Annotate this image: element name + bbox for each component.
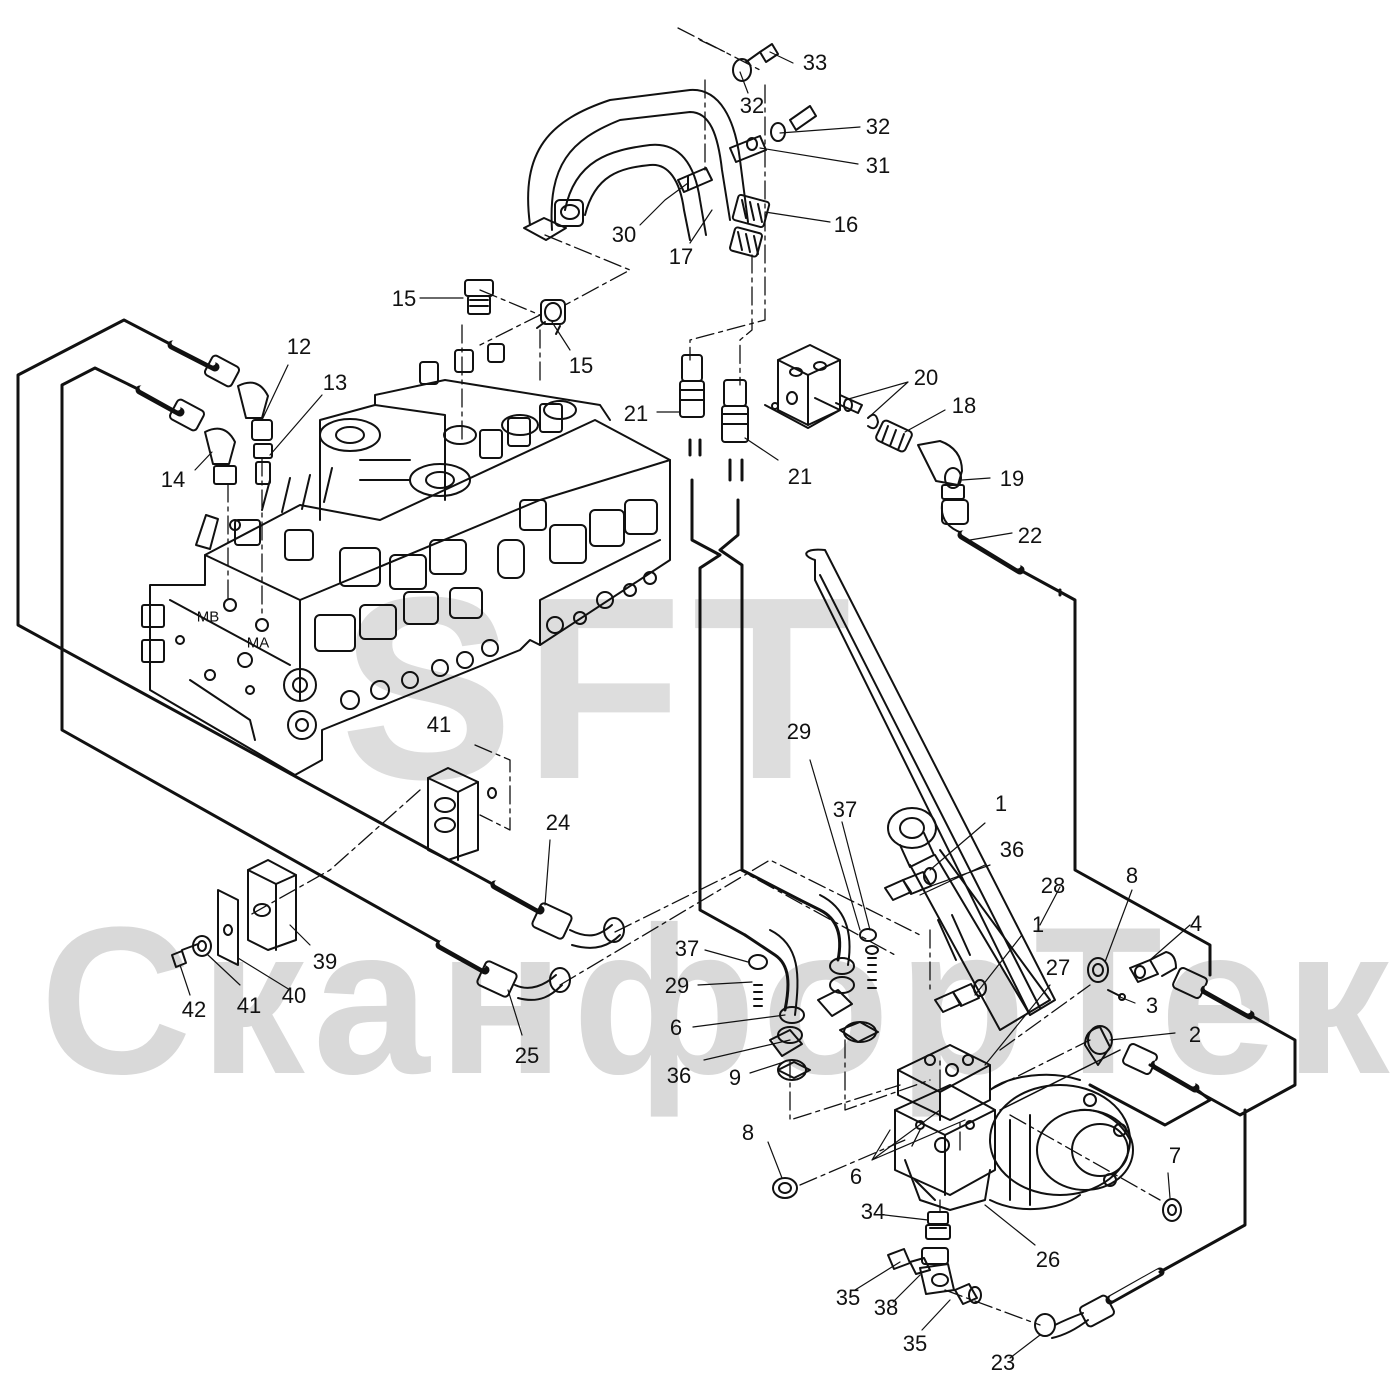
callout-15: 15 [391,286,417,311]
callout-40: 40 [281,983,307,1008]
flange-hose-right [798,894,879,1043]
clamp-39-40-41-lower [171,859,297,968]
fitting-15 [464,279,566,335]
callout-41: 41 [426,712,452,737]
hose-22 [940,499,1025,575]
plug-7 [1162,1198,1182,1222]
callout-32: 32 [739,93,765,118]
leader-lines [179,51,1191,1359]
callout-35: 35 [835,1285,861,1310]
port-label-ma: MA [246,634,270,652]
callout-14: 14 [160,467,186,492]
callout-19: 19 [999,466,1025,491]
callout-41: 41 [236,993,262,1018]
callout-17: 17 [668,244,694,269]
callout-20: 20 [913,365,939,390]
callout-3: 3 [1145,993,1159,1018]
hose-4-routing [1148,967,1297,1117]
hose-21-routing [690,478,802,937]
callout-42: 42 [181,997,207,1022]
callout-39: 39 [312,949,338,974]
flange-hose-left [743,929,811,1081]
callout-22: 22 [1017,523,1043,548]
control-valve-block [141,343,671,776]
callout-2: 2 [1188,1022,1202,1047]
callout-37: 37 [832,797,858,822]
callout-27: 27 [1045,955,1071,980]
hose-23 [1034,1108,1247,1339]
fitting-1-upper [884,867,937,901]
callout-15: 15 [568,353,594,378]
hydraulic-cylinder-28 [805,548,1056,1031]
elbow-4 [1129,951,1177,983]
callout-32: 32 [865,114,891,139]
callout-25: 25 [514,1043,540,1068]
centerlines-lower [249,744,1161,1326]
hose-fitting-14 [135,385,237,485]
plug-8-lower [772,1177,798,1199]
callout-21: 21 [623,401,649,426]
callout-26: 26 [1035,1247,1061,1272]
fitting-35-right [954,1283,982,1305]
fitting-18 [875,419,913,453]
callout-34: 34 [860,1199,886,1224]
callout-35: 35 [902,1331,928,1356]
hose-fitting-12 [167,340,273,485]
callout-8: 8 [741,1120,755,1145]
callout-21: 21 [787,464,813,489]
fitting-1-lower [934,979,987,1013]
fitting-34 [925,1211,951,1240]
callout-9: 9 [728,1065,742,1090]
callout-24: 24 [545,810,571,835]
hose-clamp-41-upper [427,767,497,861]
bolt-33 [732,43,779,82]
manifold-block-20 [764,344,879,430]
callout-6: 6 [849,1164,863,1189]
hose-end-24 [490,880,625,949]
callout-13: 13 [322,370,348,395]
callout-33: 33 [802,50,828,75]
callout-1: 1 [994,791,1008,816]
callout-12: 12 [286,334,312,359]
elbow-19 [917,440,965,500]
callout-7: 7 [1168,1143,1182,1168]
steel-pipes [523,88,771,258]
callout-31: 31 [865,153,891,178]
pin-3 [1107,989,1126,1001]
hose-loop-left [16,318,542,967]
callout-28: 28 [1040,873,1066,898]
callout-36: 36 [999,837,1025,862]
hose-22-routing [1018,568,1212,977]
centerlines-top [539,27,766,386]
callout-30: 30 [611,222,637,247]
callout-37: 37 [674,936,700,961]
callout-18: 18 [951,393,977,418]
callout-38: 38 [873,1295,899,1320]
callout-29: 29 [664,973,690,998]
plug-8-upper [1087,957,1109,983]
callout-4: 4 [1189,911,1203,936]
bolt-32 [770,105,817,142]
centerlines-valve [227,289,541,616]
callout-16: 16 [833,212,859,237]
pipe-clamp-31 [729,135,767,163]
motor-housing-26 [894,1044,1134,1211]
hose-21-pair [679,354,749,482]
callout-1: 1 [1031,912,1045,937]
callout-36: 36 [666,1063,692,1088]
fitting-35-left [887,1248,931,1275]
callout-29: 29 [786,719,812,744]
callout-8: 8 [1125,863,1139,888]
callout-6: 6 [669,1015,683,1040]
port-label-mb: MB [196,608,220,626]
hose-end-25 [435,940,571,1001]
callout-23: 23 [990,1350,1016,1375]
